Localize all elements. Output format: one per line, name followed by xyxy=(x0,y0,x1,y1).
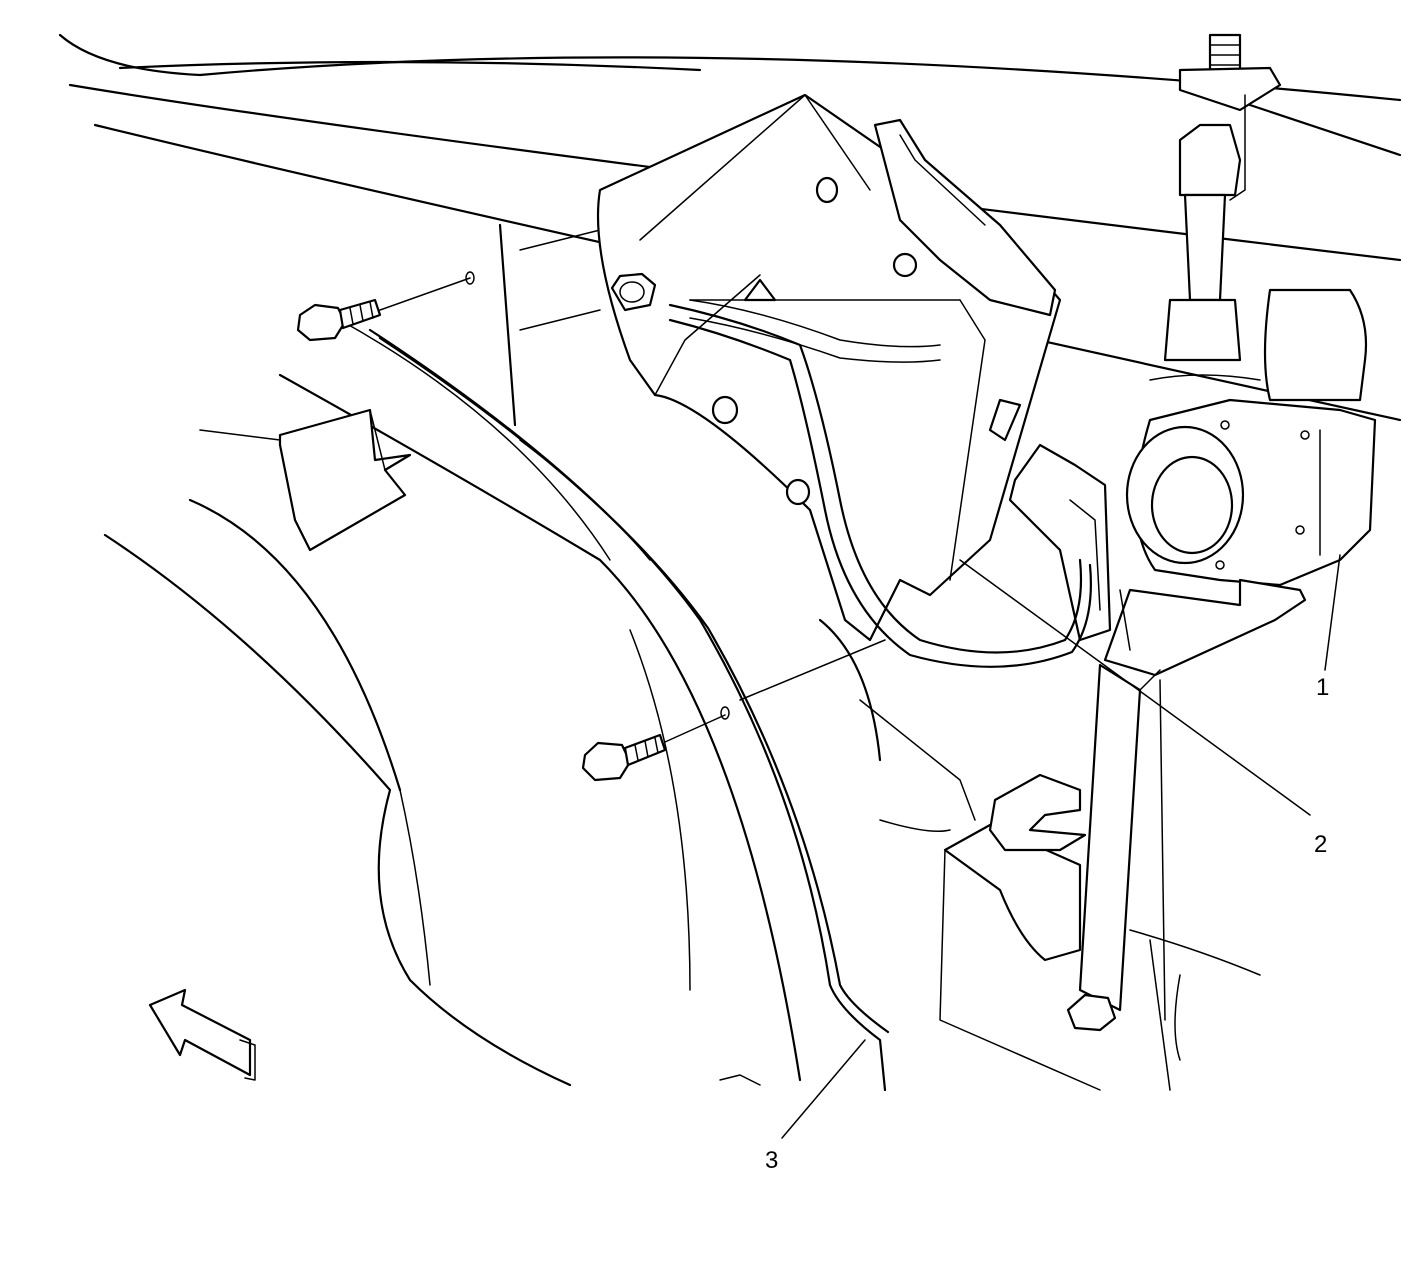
actuator-motor xyxy=(1125,398,1377,587)
upper-bolt xyxy=(296,271,475,342)
harness-connector xyxy=(988,398,1112,642)
bracket-bolt xyxy=(1066,993,1117,1032)
callout-1: 1 xyxy=(1316,554,1341,701)
module-nut xyxy=(610,272,657,312)
support-bracket xyxy=(1078,578,1307,1021)
lower-right-bracket xyxy=(939,773,1261,1091)
strut-assembly xyxy=(1149,33,1368,402)
lower-bolt xyxy=(581,639,886,782)
callout-3-label: 3 xyxy=(765,1147,778,1174)
wiring-harness xyxy=(668,299,1092,668)
callout-3: 3 xyxy=(765,1039,866,1174)
callout-1-label: 1 xyxy=(1316,674,1329,701)
callout-2-label: 2 xyxy=(1314,831,1327,858)
fender-panel xyxy=(103,319,802,1087)
inner-panel xyxy=(498,223,976,832)
callout-2: 2 xyxy=(959,559,1327,858)
front-direction-arrow-icon xyxy=(148,988,256,1081)
left-mounting-bracket xyxy=(199,408,412,552)
control-module xyxy=(596,93,1062,642)
